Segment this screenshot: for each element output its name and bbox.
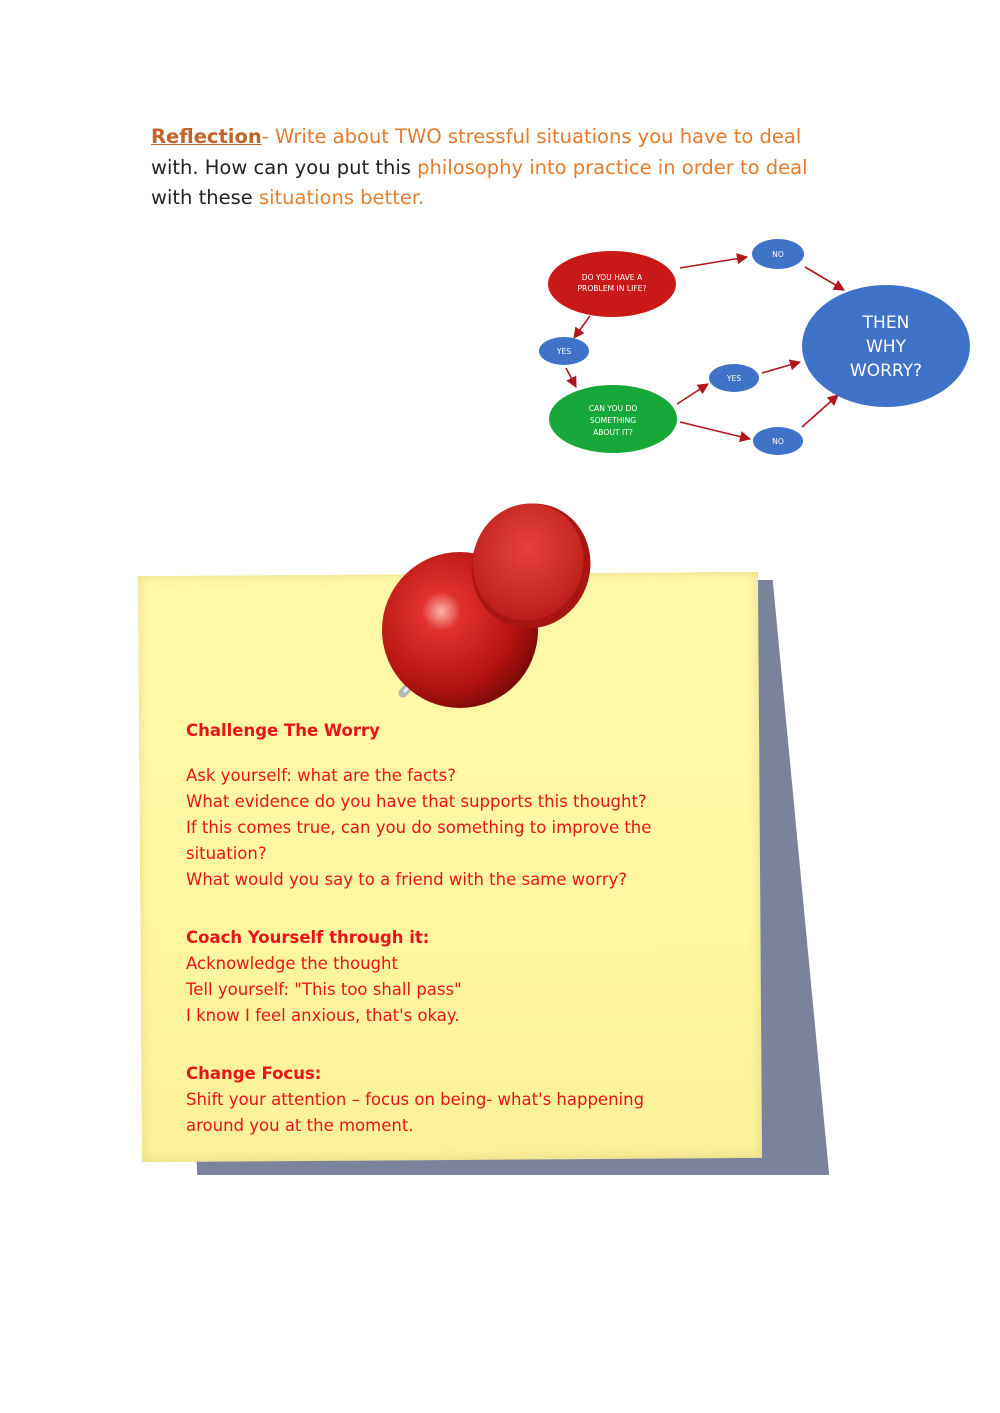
node-problem-line1: DO YOU HAVE A [582,273,643,282]
node-problem-line2: PROBLEM IN LIFE? [577,284,646,293]
node-no-bottom-label: NO [772,437,784,446]
challenge-line-2: What evidence do you have that supports … [186,792,647,811]
node-can-do-line1: CAN YOU DO [589,404,638,413]
node-no-top: NO [752,239,804,269]
arrow-cando-to-no [679,421,752,443]
reflection-prompt: Reflection- Write about TWO stressful si… [151,122,851,214]
worry-flowchart: DO YOU HAVE A PROBLEM IN LIFE? NO YES CA… [539,239,970,455]
focus-line-2: around you at the moment. [186,1116,414,1135]
arrow-problem-to-no [679,253,749,269]
focus-title: Change Focus: [186,1064,322,1083]
coach-line-1: Acknowledge the thought [186,954,398,973]
node-yes-right: YES [709,364,759,392]
node-then-why-line2: WHY [866,337,907,357]
node-can-do-line2: SOMETHING [590,416,636,425]
node-can-do: CAN YOU DO SOMETHING ABOUT IT? [549,385,677,453]
node-can-do-line3: ABOUT IT? [593,428,633,437]
reflection-line2b: philosophy into practice in order to dea… [417,155,808,179]
node-yes-left-label: YES [556,347,571,356]
reflection-line3b: situations better. [258,186,425,209]
arrow-problem-to-yes [573,315,591,339]
challenge-title: Challenge The Worry [186,721,380,740]
reflection-heading: Reflection [151,125,262,148]
node-yes-right-label: YES [726,374,741,383]
reflection-line2a: with. How can you put this [151,155,418,179]
challenge-line-3: If this comes true, can you do something… [186,818,652,837]
focus-line-1: Shift your attention – focus on being- w… [186,1090,645,1109]
node-yes-left: YES [539,337,589,365]
arrow-no-to-why [804,266,845,291]
reflection-line3a: with these [151,186,259,209]
flow-arrows [565,253,845,443]
reflection-line1: - Write about TWO stressful situations y… [261,125,802,148]
push-pin-icon [382,503,591,708]
arrow-no-to-why-2 [801,394,839,428]
challenge-line-5: What would you say to a friend with the … [186,870,628,889]
coach-line-2: Tell yourself: "This too shall pass" [186,980,462,999]
node-problem: DO YOU HAVE A PROBLEM IN LIFE? [548,251,676,317]
challenge-line-4: situation? [186,844,267,863]
node-then-why-line1: THEN [862,313,910,333]
arrow-yes-to-cando [565,367,577,388]
node-no-top-label: NO [772,250,784,259]
node-then-why-line3: WORRY? [850,361,922,381]
note-content: Challenge The Worry Ask yourself: what a… [186,718,706,1139]
node-no-bottom: NO [753,427,803,455]
challenge-line-1: Ask yourself: what are the facts? [186,766,456,785]
arrow-yes-to-why [761,359,802,374]
node-then-why: THEN WHY WORRY? [802,285,970,407]
arrow-cando-to-yes [676,383,709,405]
coach-title: Coach Yourself through it: [186,928,430,947]
coach-line-3: I know I feel anxious, that's okay. [186,1006,460,1025]
